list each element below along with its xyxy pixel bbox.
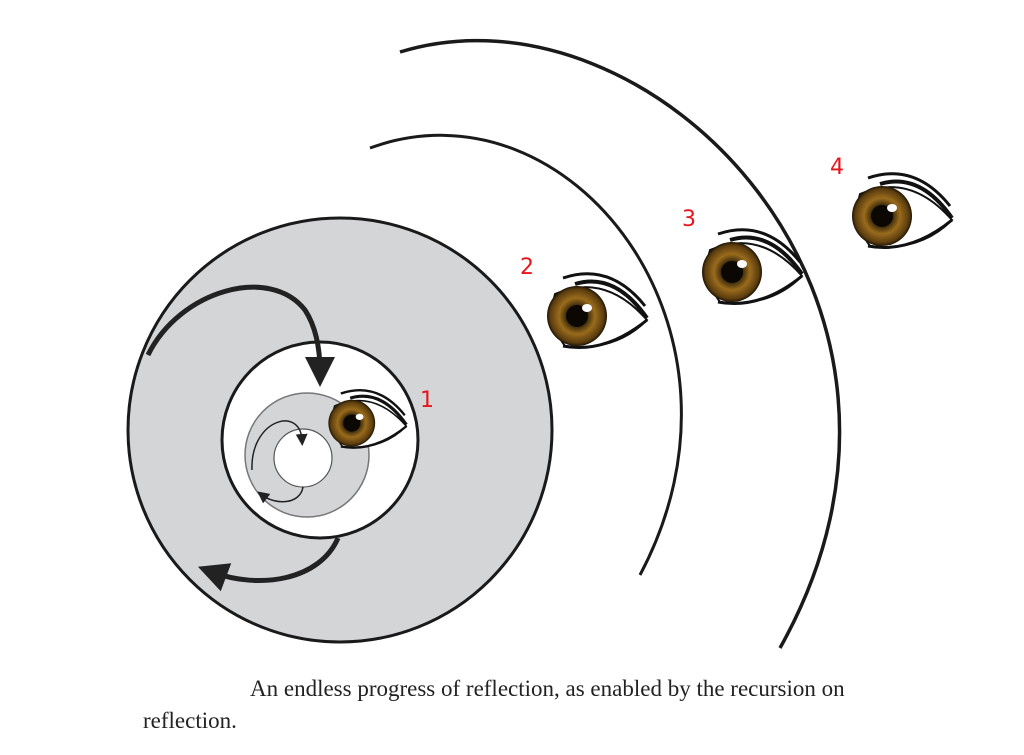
- label-3: 3: [682, 207, 696, 232]
- label-2: 2: [520, 255, 534, 280]
- arrow-top-curve: [145, 284, 335, 387]
- eye-icon-2: [545, 271, 649, 350]
- innermost-white-disc: [273, 428, 333, 488]
- caption-line-1: An endless progress of reflection, as en…: [250, 676, 845, 701]
- caption-line-2: reflection.: [143, 708, 237, 733]
- eye-icon-3: [700, 227, 804, 306]
- reflection-arc-2: [369, 134, 683, 576]
- label-1: 1: [420, 388, 434, 413]
- label-4: 4: [830, 155, 844, 180]
- reflection-arc-3: [399, 38, 842, 649]
- small-arrow-bottom: [257, 486, 304, 504]
- small-arrow-top: [251, 420, 308, 471]
- eye-icon-4: [850, 171, 954, 250]
- arrow-bottom-curve: [197, 536, 341, 592]
